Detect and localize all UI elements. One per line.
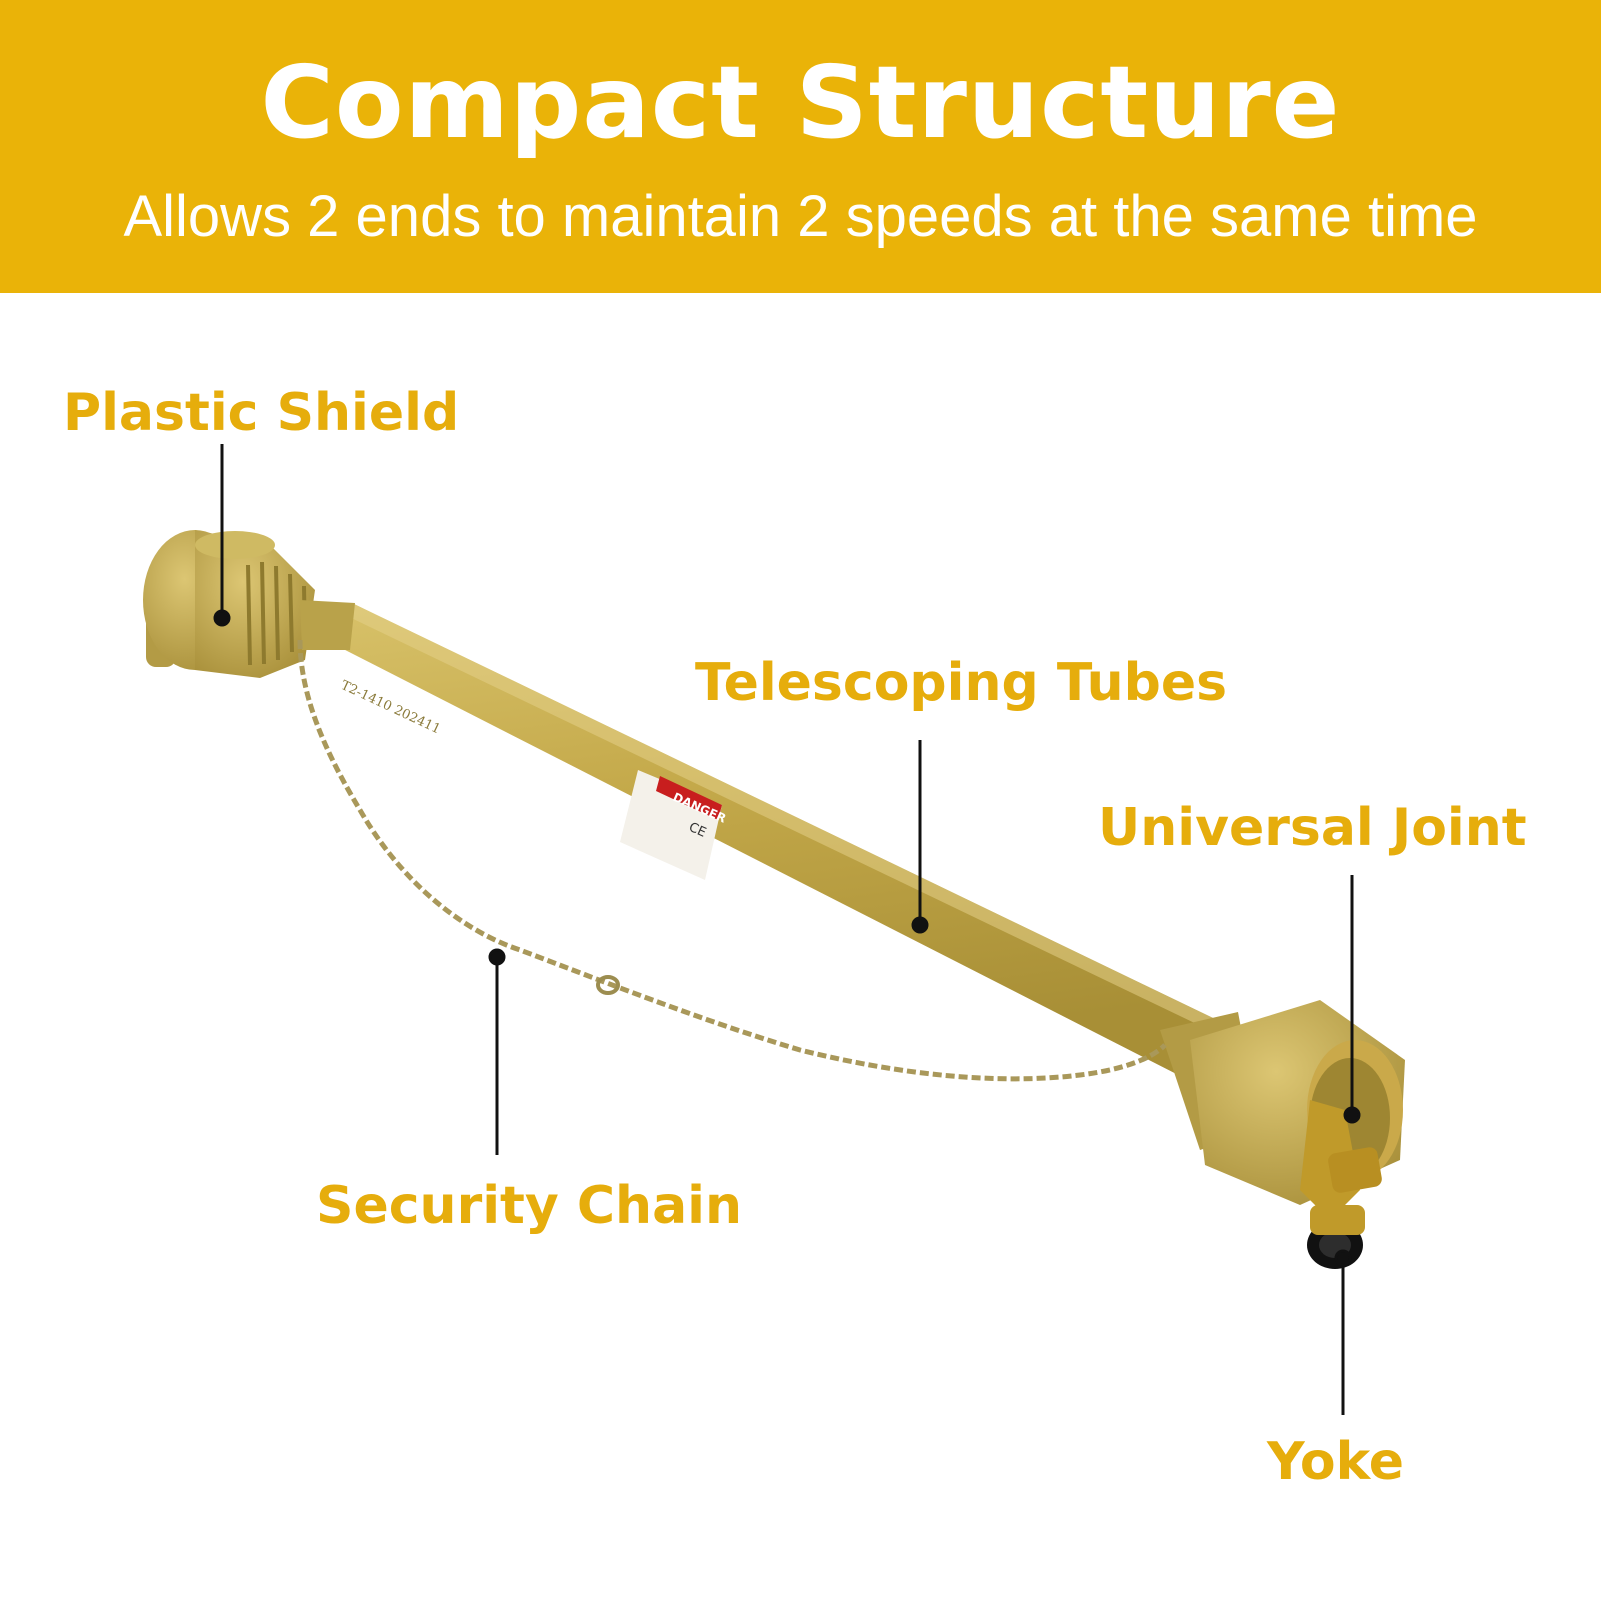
label-yoke: Yoke bbox=[1267, 1432, 1405, 1492]
label-plastic-shield: Plastic Shield bbox=[63, 383, 460, 443]
plastic-shield-dot bbox=[213, 609, 231, 627]
label-telescoping-tubes: Telescoping Tubes bbox=[695, 653, 1228, 713]
chain-hook bbox=[596, 975, 620, 995]
page-subtitle: Allows 2 ends to maintain 2 speeds at th… bbox=[123, 184, 1478, 249]
security-chain bbox=[297, 639, 1167, 1082]
telescoping-tube bbox=[302, 603, 1238, 1085]
ce-mark: CE bbox=[686, 820, 708, 841]
page-title: Compact Structure bbox=[260, 44, 1341, 161]
universal-joint bbox=[1300, 1100, 1382, 1220]
label-universal-joint: Universal Joint bbox=[1098, 798, 1527, 858]
left-shield bbox=[143, 530, 355, 678]
yoke-dot bbox=[1334, 1249, 1352, 1267]
security-chain-dot bbox=[488, 948, 506, 966]
header-banner bbox=[0, 0, 1601, 293]
universal-joint-dot bbox=[1343, 1106, 1361, 1124]
label-security-chain: Security Chain bbox=[316, 1176, 743, 1236]
telescoping-tubes-dot bbox=[911, 916, 929, 934]
danger-label: DANGER CE bbox=[620, 770, 728, 880]
